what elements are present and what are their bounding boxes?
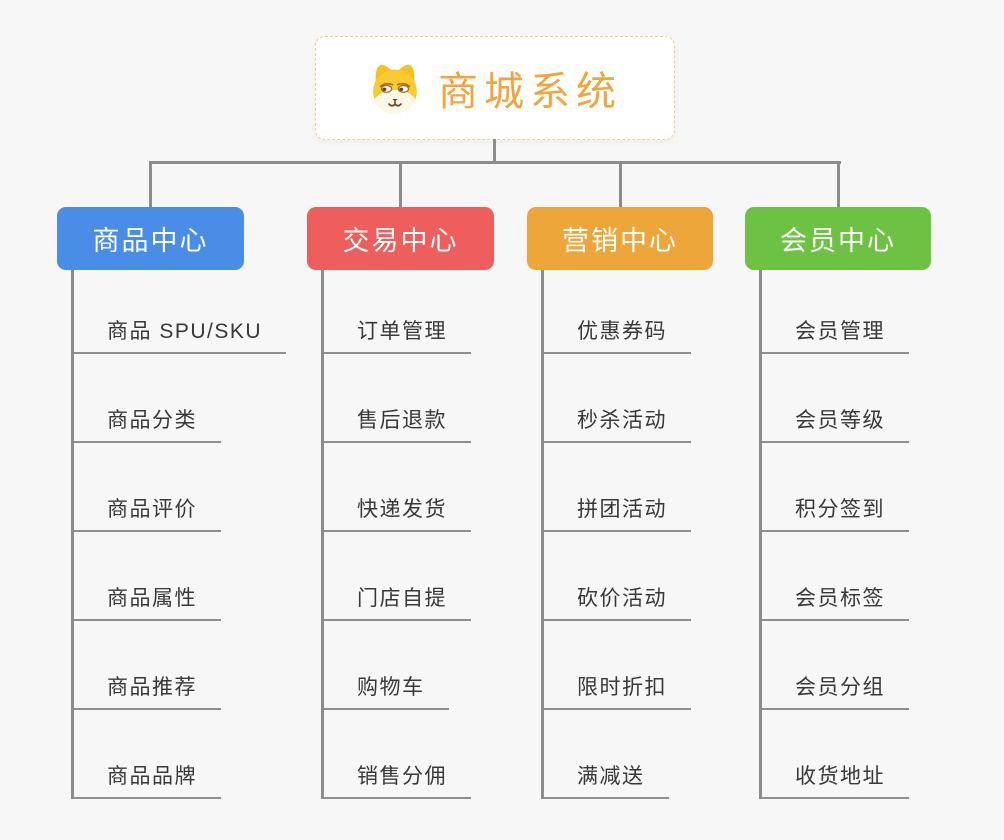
leaf-node-limited-time-discount[interactable]: 限时折扣 xyxy=(544,621,691,710)
branch-node-trade-center[interactable]: 交易中心 xyxy=(307,207,494,270)
connector-stub-marketing xyxy=(619,164,622,207)
branch-children-member: 会员管理 会员等级 积分签到 会员标签 会员分组 收货地址 xyxy=(759,270,909,799)
root-title: 商城系统 xyxy=(438,70,622,114)
leaf-node-group-buy[interactable]: 拼团活动 xyxy=(544,443,691,532)
connector-root-stub xyxy=(493,139,496,163)
leaf-node-full-reduction[interactable]: 满减送 xyxy=(544,710,669,799)
branch-children-trade: 订单管理 售后退款 快递发货 门店自提 购物车 销售分佣 xyxy=(321,270,471,799)
leaf-node-flash-sale[interactable]: 秒杀活动 xyxy=(544,354,691,443)
leaf-node-member-group[interactable]: 会员分组 xyxy=(762,621,909,710)
leaf-node-product-attribute[interactable]: 商品属性 xyxy=(74,532,221,621)
leaf-node-member-level[interactable]: 会员等级 xyxy=(762,354,909,443)
leaf-node-sales-commission[interactable]: 销售分佣 xyxy=(324,710,471,799)
leaf-node-product-recommend[interactable]: 商品推荐 xyxy=(74,621,221,710)
connector-stub-product xyxy=(149,164,152,207)
leaf-node-points-checkin[interactable]: 积分签到 xyxy=(762,443,909,532)
leaf-node-product-review[interactable]: 商品评价 xyxy=(74,443,221,532)
branch-children-marketing: 优惠券码 秒杀活动 拼团活动 砍价活动 限时折扣 满减送 xyxy=(541,270,691,799)
leaf-node-product-category[interactable]: 商品分类 xyxy=(74,354,221,443)
leaf-node-order-management[interactable]: 订单管理 xyxy=(324,270,471,354)
leaf-node-shopping-cart[interactable]: 购物车 xyxy=(324,621,449,710)
leaf-node-bargain-activity[interactable]: 砍价活动 xyxy=(544,532,691,621)
shiba-dog-icon xyxy=(373,64,417,114)
leaf-node-shipping-address[interactable]: 收货地址 xyxy=(762,710,909,799)
leaf-node-store-pickup[interactable]: 门店自提 xyxy=(324,532,471,621)
connector-stub-member xyxy=(837,164,840,207)
leaf-node-product-spu-sku[interactable]: 商品 SPU/SKU xyxy=(74,270,287,354)
leaf-node-member-management[interactable]: 会员管理 xyxy=(762,270,909,354)
connector-stub-trade xyxy=(399,164,402,207)
leaf-node-product-brand[interactable]: 商品品牌 xyxy=(74,710,221,799)
connector-bus xyxy=(149,161,841,164)
branch-node-marketing-center[interactable]: 营销中心 xyxy=(527,207,713,270)
leaf-node-coupon-code[interactable]: 优惠券码 xyxy=(544,270,691,354)
branch-node-product-center[interactable]: 商品中心 xyxy=(57,207,244,270)
leaf-node-express-shipping[interactable]: 快递发货 xyxy=(324,443,471,532)
branch-children-product: 商品 SPU/SKU 商品分类 商品评价 商品属性 商品推荐 商品品牌 xyxy=(71,270,287,799)
branch-node-member-center[interactable]: 会员中心 xyxy=(745,207,931,270)
leaf-node-aftersale-refund[interactable]: 售后退款 xyxy=(324,354,471,443)
root-node[interactable]: 商城系统 xyxy=(315,36,675,140)
leaf-node-member-tag[interactable]: 会员标签 xyxy=(762,532,909,621)
